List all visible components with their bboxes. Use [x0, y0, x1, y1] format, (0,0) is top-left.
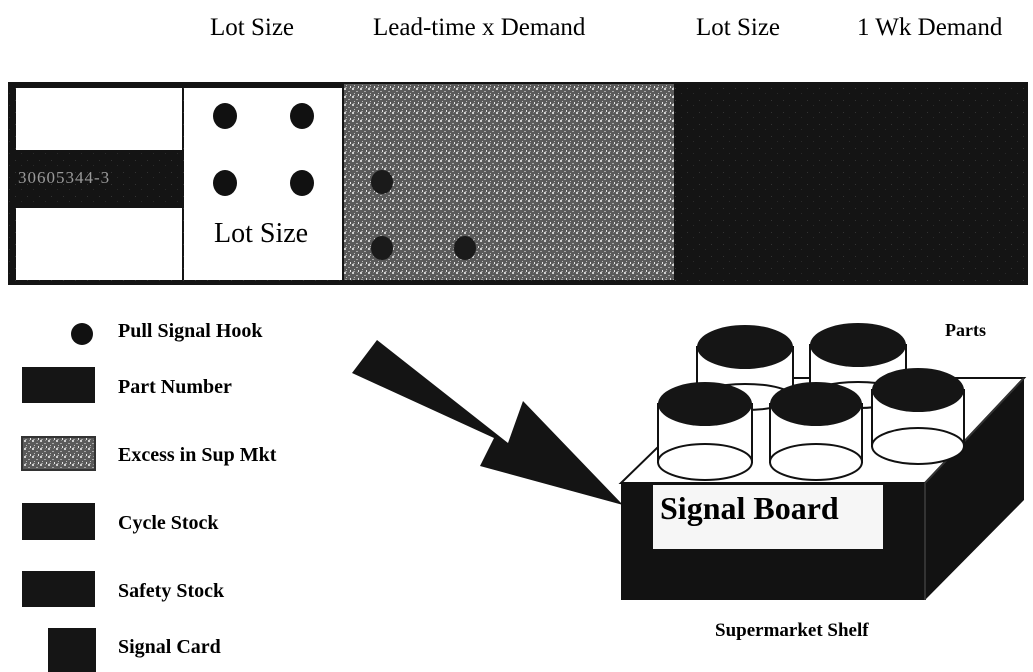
part-cylinder: [770, 382, 862, 480]
hook-dot: [290, 170, 314, 196]
signal-board-strip: [8, 82, 1028, 285]
arrow-icon: [352, 340, 623, 505]
supermarket-shelf: [621, 323, 1024, 600]
hook-dot: [213, 170, 237, 196]
legend-safety-stock: Safety Stock: [118, 580, 224, 603]
signal-card-swatch: [48, 628, 96, 672]
pull-signal-hook-icon: [71, 323, 93, 345]
hook-dot: [290, 103, 314, 129]
parts-label: Parts: [945, 320, 986, 341]
safety-stock-swatch: [22, 571, 95, 607]
hook-dot: [371, 236, 393, 260]
legend-excess: Excess in Sup Mkt: [118, 444, 276, 467]
cycle-stock-swatch: [22, 503, 95, 540]
legend-part-number: Part Number: [118, 376, 232, 399]
legend-signal-card: Signal Card: [118, 636, 221, 659]
lot-size-cell: [184, 88, 342, 280]
part-cylinder: [872, 368, 964, 464]
part-number-swatch: [22, 367, 95, 403]
lot-size-cell-label: Lot Size: [214, 218, 308, 250]
excess-region: [344, 84, 674, 280]
hook-dot: [371, 170, 393, 194]
part-cylinder: [658, 382, 752, 480]
legend-cycle-stock: Cycle Stock: [118, 512, 219, 535]
hook-dot: [213, 103, 237, 129]
part-number-text: 30605344-3: [18, 168, 110, 188]
supermarket-shelf-caption: Supermarket Shelf: [715, 620, 869, 642]
excess-swatch: [22, 437, 95, 470]
legend-pull-signal-hook: Pull Signal Hook: [118, 320, 263, 343]
hook-dot: [454, 236, 476, 260]
blank-cell-top: [16, 88, 182, 150]
blank-cell-bottom: [16, 208, 182, 280]
signal-board-label: Signal Board: [660, 490, 839, 527]
